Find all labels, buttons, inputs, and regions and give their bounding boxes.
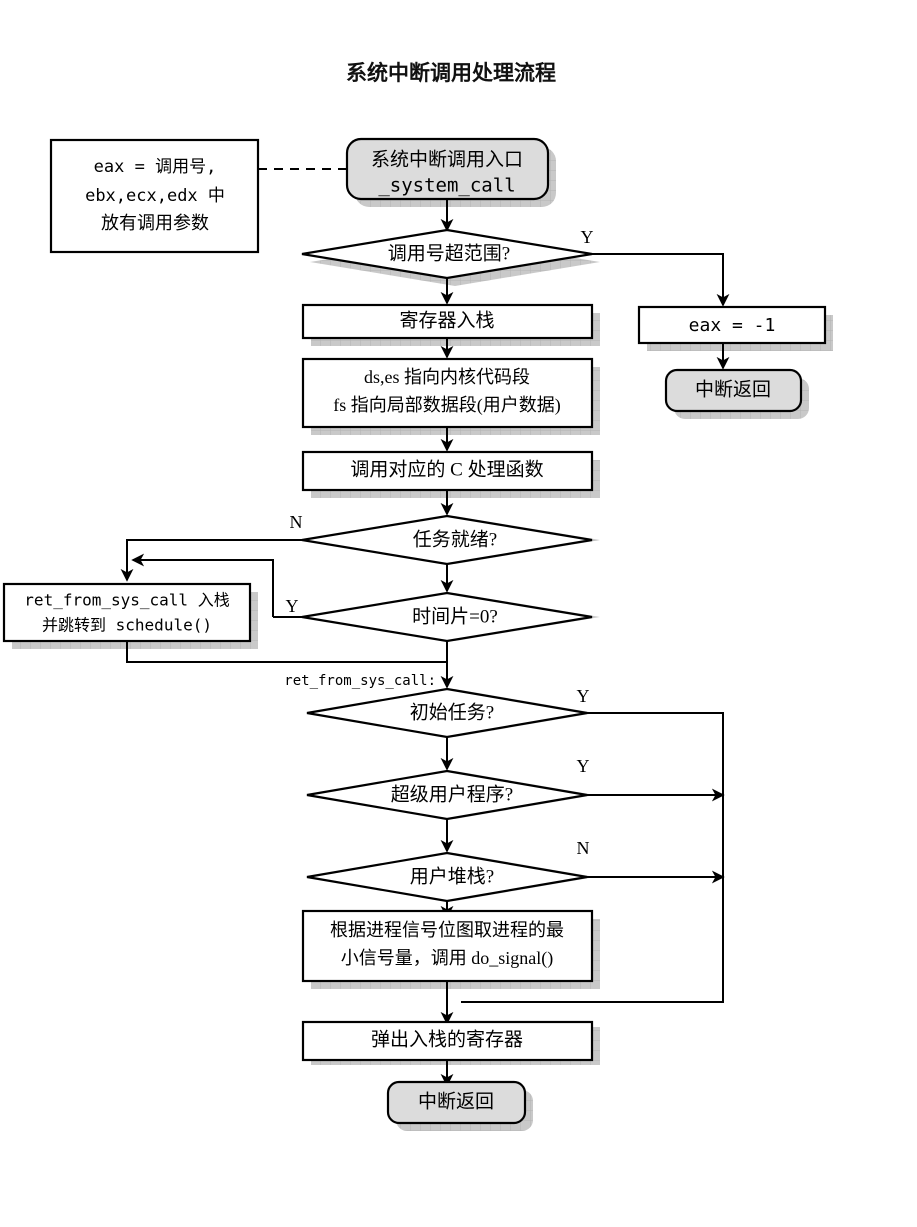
node-pop-registers-label: 弹出入栈的寄存器: [371, 1028, 523, 1050]
note-line-1: eax = 调用号,: [94, 157, 217, 177]
node-schedule-line-2: 并跳转到 schedule(): [42, 616, 212, 635]
node-call-c-handler-label: 调用对应的 C 处理函数: [350, 458, 543, 480]
node-set-segments-line-2: fs 指向局部数据段(用户数据): [333, 395, 561, 416]
node-decision-task-ready-label: 任务就绪?: [413, 528, 497, 550]
node-decision-range[interactable]: 调用号超范围?: [301, 228, 593, 280]
node-decision-init-task-label: 初始任务?: [410, 701, 494, 723]
node-decision-superuser-label: 超级用户程序?: [391, 783, 513, 805]
edge-range-eax: [592, 253, 730, 307]
node-pop-registers[interactable]: 弹出入栈的寄存器: [301, 1020, 594, 1062]
inline-label-ret-from-sys-call: ret_from_sys_call:: [284, 673, 436, 689]
node-decision-superuser[interactable]: 超级用户程序?: [306, 769, 588, 821]
node-do-signal-line-2: 小信号量，调用 do_signal(): [341, 948, 553, 969]
connector-layer: [120, 168, 730, 1087]
node-return-main-label: 中断返回: [418, 1090, 494, 1112]
node-return-error-label: 中断返回: [695, 378, 771, 400]
register-note-box: eax = 调用号, ebx,ecx,edx 中 放有调用参数: [49, 138, 260, 254]
node-eax-minus-one-label: eax = -1: [689, 315, 776, 336]
node-decision-timeslice[interactable]: 时间片=0?: [301, 591, 593, 643]
node-start-line-2: _system_call: [378, 175, 515, 197]
node-decision-timeslice-label: 时间片=0?: [412, 605, 498, 627]
edge-sched-rejoin: [126, 641, 447, 663]
branch-label-inittask-yes: Y: [577, 686, 590, 706]
node-schedule[interactable]: ret_from_sys_call 入栈 并跳转到 schedule(): [2, 582, 252, 643]
branch-label-super-yes: Y: [577, 756, 590, 776]
node-schedule-line-1: ret_from_sys_call 入栈: [24, 591, 229, 610]
node-decision-user-stack-label: 用户堆栈?: [410, 865, 494, 887]
node-push-registers-label: 寄存器入栈: [399, 309, 494, 331]
node-decision-range-label: 调用号超范围?: [388, 242, 510, 264]
branch-label-slice-yes: Y: [286, 596, 299, 616]
node-decision-task-ready[interactable]: 任务就绪?: [301, 514, 593, 566]
node-set-segments[interactable]: ds,es 指向内核代码段 fs 指向局部数据段(用户数据): [301, 357, 594, 429]
page-title: 系统中断调用处理流程: [346, 61, 556, 85]
branch-label-userstack-no: N: [577, 838, 590, 858]
node-eax-minus-one[interactable]: eax = -1: [637, 305, 827, 345]
branch-label-range-yes: Y: [581, 227, 594, 247]
node-return-main[interactable]: 中断返回: [386, 1080, 527, 1125]
node-set-segments-line-1: ds,es 指向内核代码段: [364, 367, 530, 387]
note-line-2: ebx,ecx,edx 中: [85, 186, 225, 206]
node-start-line-1: 系统中断调用入口: [371, 148, 523, 170]
edge-slice-yes-sched: [131, 553, 274, 617]
edge-bypass-rail: [461, 712, 724, 1003]
note-line-3: 放有调用参数: [101, 213, 209, 233]
node-return-error[interactable]: 中断返回: [664, 368, 803, 413]
node-call-c-handler[interactable]: 调用对应的 C 处理函数: [301, 450, 594, 492]
node-decision-init-task[interactable]: 初始任务?: [306, 687, 588, 739]
branch-label-ready-no: N: [290, 512, 303, 532]
node-do-signal[interactable]: 根据进程信号位图取进程的最 小信号量，调用 do_signal(): [301, 909, 594, 983]
edge-ready-no-sched: [120, 539, 302, 582]
node-decision-user-stack[interactable]: 用户堆栈?: [306, 851, 588, 903]
node-start[interactable]: 系统中断调用入口 _system_call: [345, 137, 550, 201]
node-push-registers[interactable]: 寄存器入栈: [301, 303, 594, 340]
node-do-signal-line-1: 根据进程信号位图取进程的最: [330, 920, 564, 940]
